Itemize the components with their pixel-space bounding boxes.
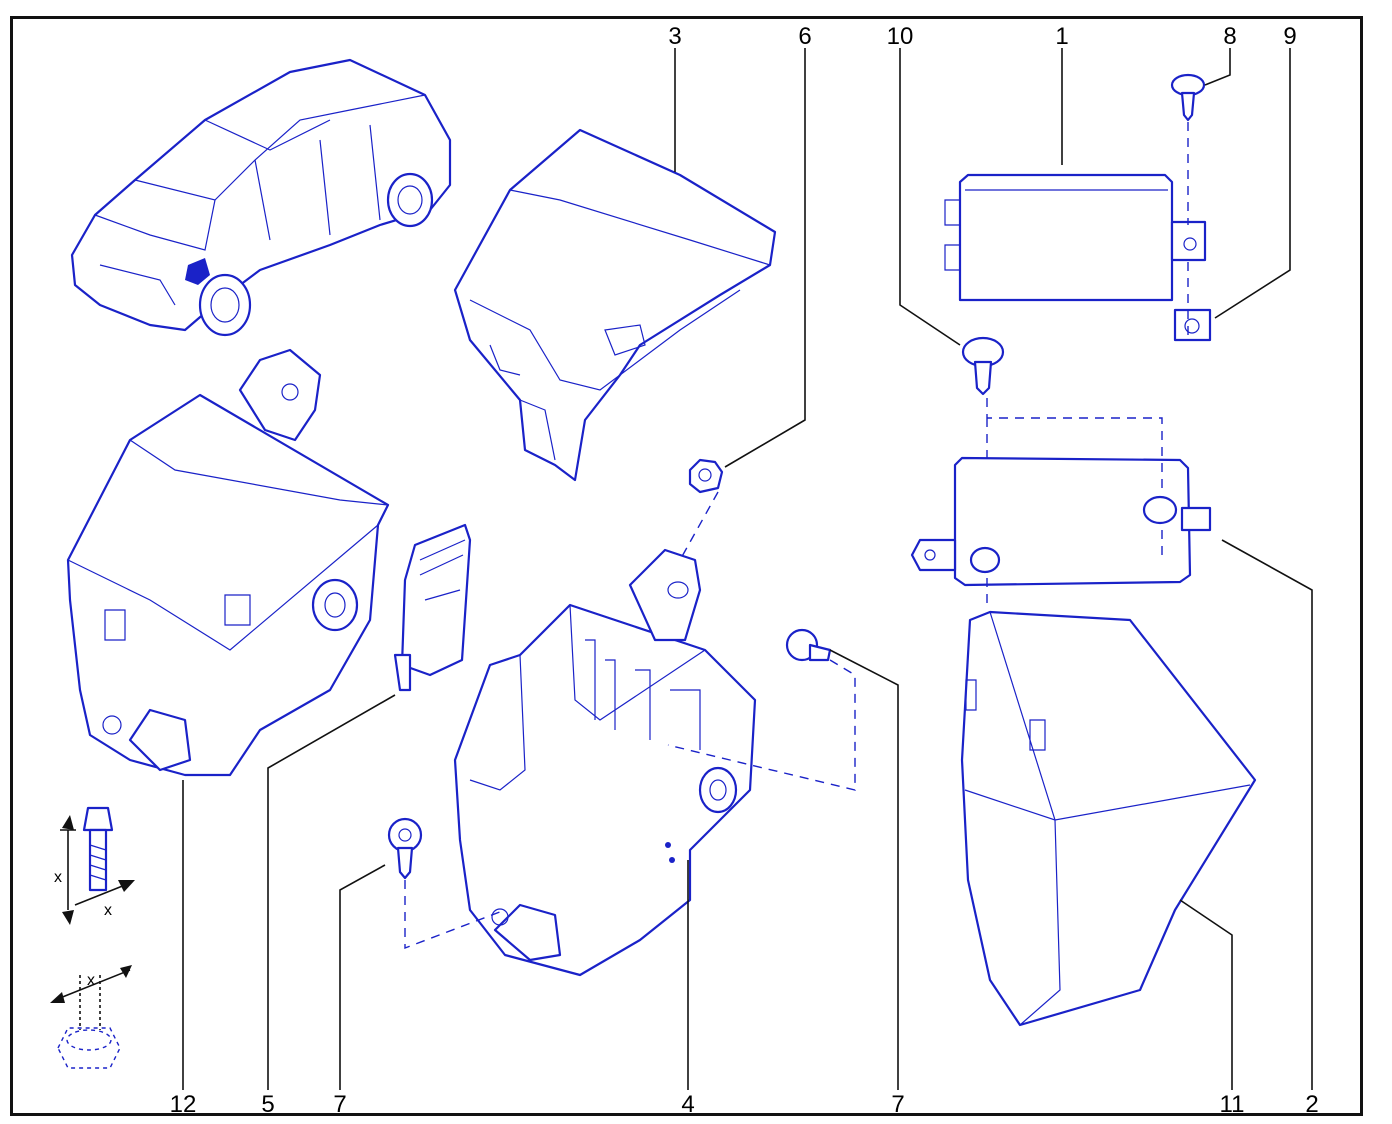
bolt-symbol (60, 806, 135, 925)
bolt-width-symbol: x (104, 902, 112, 919)
nut-part (688, 458, 724, 494)
callout-connector: 5 (261, 1091, 274, 1118)
callout-screw-top-left: 10 (887, 23, 914, 50)
connector-part (393, 523, 472, 692)
callout-module: 1 (1055, 23, 1068, 50)
callout-screw-top-right: 8 (1223, 23, 1236, 50)
dimension-symbols: x x x (54, 869, 112, 989)
screw-bottom-right (785, 628, 832, 662)
shroud-part (960, 610, 1257, 1027)
callout-shroud: 11 (1220, 1091, 1245, 1118)
module-part (944, 173, 1207, 302)
cover-part (453, 128, 777, 482)
callout-clip: 9 (1283, 23, 1296, 50)
callout-labels: 3 6 10 1 8 9 12 5 7 4 7 11 2 (170, 23, 1319, 1118)
screw-bottom-left (387, 817, 423, 880)
callout-screw-bottom-right: 7 (891, 1091, 904, 1118)
assembly-guides (404, 122, 1189, 950)
callout-housing: 4 (681, 1091, 694, 1118)
fuse-box-assembly-part (66, 348, 390, 777)
callout-fuse-box-assembly: 12 (170, 1091, 197, 1118)
fuse-box-location-marker (185, 258, 210, 285)
car-illustration (70, 58, 452, 337)
screw-top-left (961, 336, 1005, 396)
callout-bracket: 2 (1305, 1091, 1318, 1118)
nut-width-symbol: x (87, 972, 95, 989)
bolt-height-symbol: x (54, 869, 62, 886)
housing-part (453, 548, 757, 977)
callout-nut: 6 (798, 23, 811, 50)
bracket-part (910, 456, 1212, 587)
screw-top-right (1170, 73, 1206, 122)
callout-screw-bottom-left: 7 (333, 1091, 346, 1118)
nut-symbol (50, 965, 132, 1069)
callout-cover: 3 (668, 23, 681, 50)
leader-lines (182, 48, 1313, 1090)
clip-part (1173, 308, 1212, 342)
